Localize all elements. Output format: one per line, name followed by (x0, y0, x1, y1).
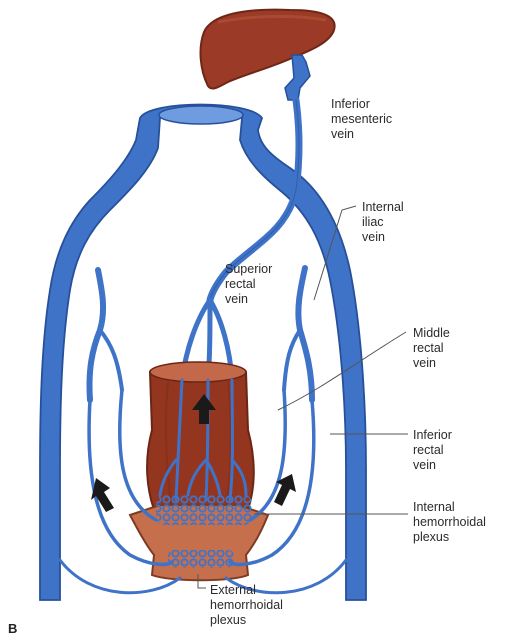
label-line: Middle (413, 326, 450, 341)
label-middle-rectal-vein: Middle rectal vein (413, 326, 450, 371)
label-line: Inferior (331, 97, 392, 112)
label-line: mesenteric (331, 112, 392, 127)
label-internal-hemorrhoidal-plexus: Internal hemorrhoidal plexus (413, 500, 486, 545)
label-line: hemorrhoidal (210, 598, 283, 613)
label-line: Inferior (413, 428, 452, 443)
label-line: vein (413, 458, 452, 473)
label-line: hemorrhoidal (413, 515, 486, 530)
label-line: Superior (225, 262, 272, 277)
label-line: Internal (362, 200, 404, 215)
label-line: vein (225, 292, 272, 307)
label-line: plexus (413, 530, 486, 545)
external-hemorrhoidal-plexus (168, 550, 234, 568)
label-line: rectal (225, 277, 272, 292)
label-superior-rectal-vein: Superior rectal vein (225, 262, 272, 307)
label-line: iliac (362, 215, 404, 230)
label-line: Internal (413, 500, 486, 515)
label-internal-iliac-vein: Internal iliac vein (362, 200, 404, 245)
ivc-opening (159, 106, 243, 124)
panel-letter: B (8, 621, 17, 636)
portal-vein (285, 55, 310, 100)
label-line: External (210, 583, 283, 598)
rectum (147, 362, 254, 515)
label-line: plexus (210, 613, 283, 628)
label-inferior-mesenteric-vein: Inferior mesenteric vein (331, 97, 392, 142)
label-external-hemorrhoidal-plexus: External hemorrhoidal plexus (210, 583, 283, 628)
label-line: vein (362, 230, 404, 245)
label-line: vein (413, 356, 450, 371)
label-line: vein (331, 127, 392, 142)
label-line: rectal (413, 341, 450, 356)
label-inferior-rectal-vein: Inferior rectal vein (413, 428, 452, 473)
label-line: rectal (413, 443, 452, 458)
internal-hemorrhoidal-plexus (156, 495, 252, 525)
